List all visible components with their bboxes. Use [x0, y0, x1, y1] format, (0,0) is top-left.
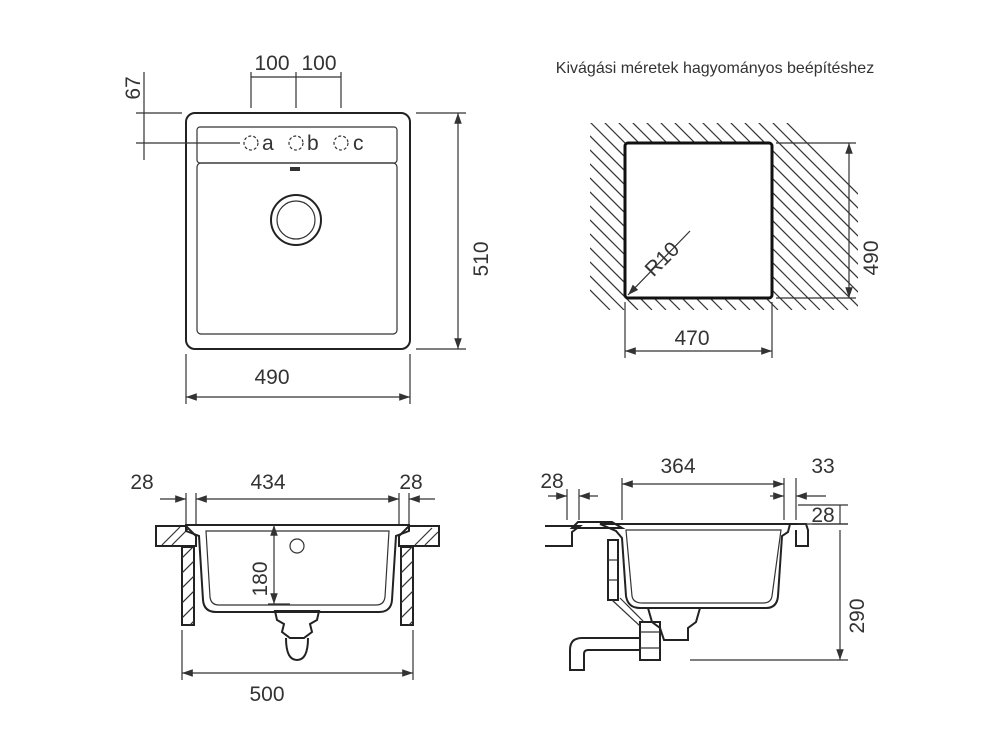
overflow-hole — [289, 538, 305, 554]
diagram-title: Kivágási méretek hagyományos beépítéshez — [556, 60, 874, 77]
sink-shell-outer — [599, 523, 792, 609]
dim-rim-right: 28 — [399, 471, 422, 494]
front-section: 180 28 434 28 500 — [130, 471, 440, 706]
tap-hole-label: a — [262, 132, 274, 155]
top-view: a b c 100 100 67 510 490 — [122, 52, 493, 404]
dim-cutout-width: 470 — [674, 327, 709, 350]
overflow-slot — [290, 167, 300, 171]
tap-hole-a-icon — [243, 135, 259, 151]
dim-sink-width: 490 — [254, 366, 289, 389]
dim-tap-spacing-right: 100 — [301, 52, 336, 75]
basin-outline — [196, 162, 398, 335]
dim-inner-width: 434 — [250, 471, 285, 494]
dim-overall-width: 500 — [249, 683, 284, 706]
dim-total-height: 290 — [846, 598, 869, 633]
sink-shell-inner — [205, 530, 390, 606]
dim-rim-right: 33 — [811, 455, 834, 478]
tap-hole-label: b — [307, 132, 319, 155]
sink-outline — [185, 112, 411, 350]
dim-cutout-height: 490 — [860, 240, 883, 275]
tap-hole-label: c — [353, 132, 364, 155]
sink-shell-outer — [185, 524, 410, 613]
tap-deck — [196, 126, 398, 164]
dim-rim-left: 28 — [130, 471, 153, 494]
dim-inner-width: 364 — [660, 455, 695, 478]
drain-outer-ring — [270, 194, 322, 246]
dim-rim-left: 28 — [540, 470, 563, 493]
side-section: 28 364 33 28 290 — [540, 455, 869, 671]
dim-rim-height: 28 — [811, 504, 834, 527]
tap-hole-b-icon — [288, 135, 304, 151]
sink-shell-inner — [625, 529, 782, 604]
tap-hole-c-icon — [333, 135, 349, 151]
cutout-view: R10 490 470 — [590, 123, 883, 358]
dim-tap-spacing-left: 100 — [254, 52, 289, 75]
dim-basin-depth: 180 — [249, 561, 272, 596]
hatching — [590, 123, 858, 310]
drain-inner-ring — [276, 200, 316, 240]
cutout-outline — [623, 141, 774, 300]
dim-sink-height: 510 — [470, 241, 493, 276]
dim-offset-top: 67 — [122, 76, 145, 99]
